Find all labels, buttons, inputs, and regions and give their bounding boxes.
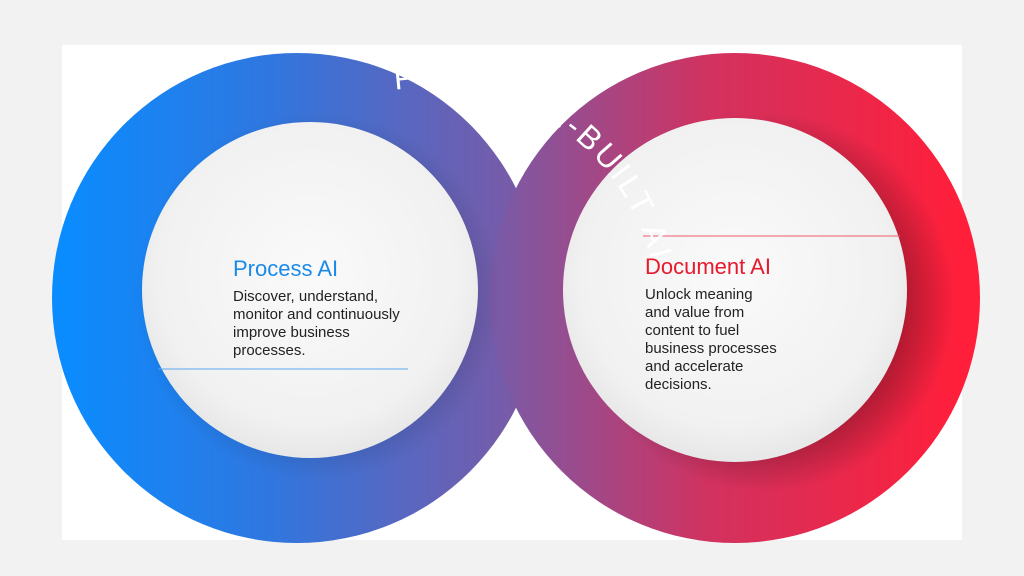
document-ai-description-line: Unlock meaning (645, 286, 753, 303)
document-ai-description-line: decisions. (645, 376, 712, 393)
document-ai-title: Document AI (645, 254, 771, 279)
document-ai-inner-circle (563, 118, 907, 462)
document-ai-description-line: and accelerate (645, 358, 744, 375)
process-ai-text-block: Process AI Discover, understand, monitor… (233, 256, 453, 360)
process-ai-title: Process AI (233, 256, 339, 281)
document-ai-description: Unlock meaning and value from content to… (645, 286, 845, 394)
document-ai-text-block: Document AI Unlock meaning and value fro… (645, 254, 845, 394)
document-ai-description-line: business processes (645, 340, 777, 357)
process-ai-description: Discover, understand, monitor and contin… (233, 288, 453, 360)
process-ai-inner-circle (142, 122, 478, 458)
process-ai-description-line: processes. (233, 342, 306, 359)
process-ai-description-line: improve business (233, 324, 350, 341)
process-ai-description-line: Discover, understand, (233, 288, 379, 305)
process-ai-description-line: monitor and continuously (233, 306, 400, 323)
document-ai-description-line: and value from (645, 304, 745, 321)
document-ai-description-line: content to fuel (645, 322, 740, 339)
